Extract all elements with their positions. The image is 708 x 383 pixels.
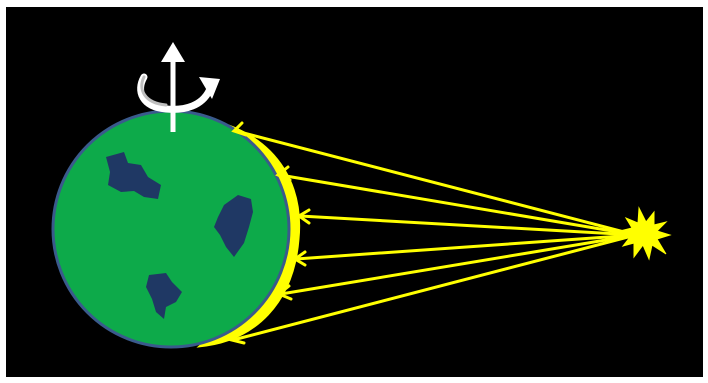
earth-ocean — [53, 111, 289, 347]
diagram-canvas — [6, 7, 703, 377]
light-ray-4 — [295, 235, 636, 265]
earth-globe — [53, 111, 289, 347]
axis-arrowhead — [161, 42, 185, 62]
starburst-sun-icon — [620, 208, 670, 259]
earth-sunlight-diagram — [6, 7, 703, 377]
light-ray-5 — [279, 235, 636, 299]
